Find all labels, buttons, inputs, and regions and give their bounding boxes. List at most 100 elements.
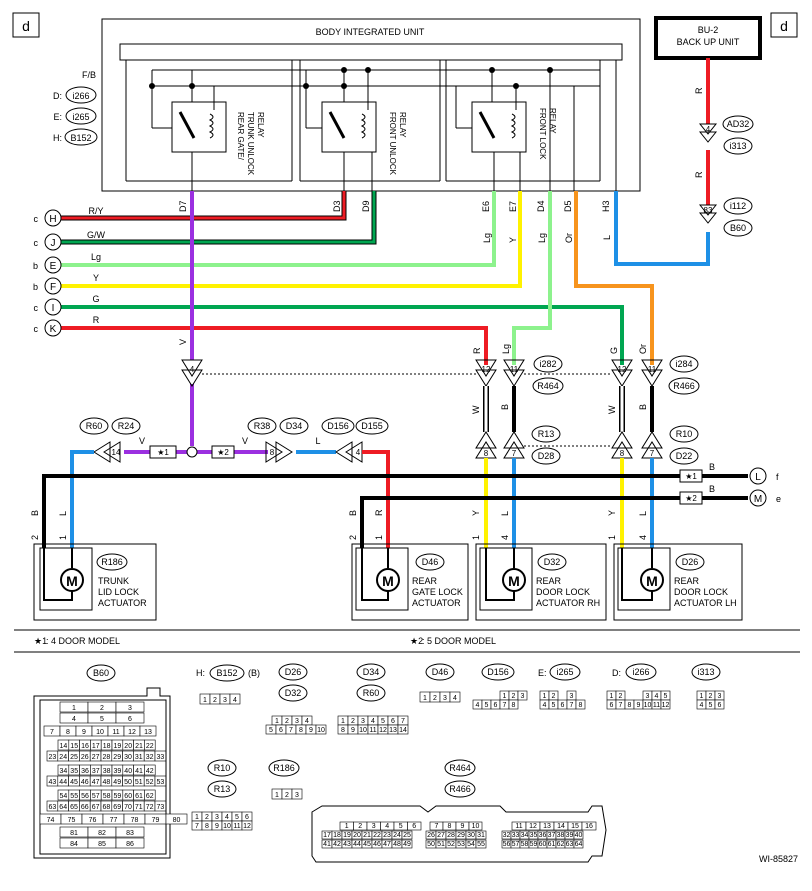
bus-node-e: b E <box>33 256 62 274</box>
pin-cell-number: 79 <box>152 817 160 824</box>
pin-cell-number: 57 <box>512 841 520 848</box>
actuator-gate-conn: D46 <box>422 557 439 567</box>
pin-cell-number: 12 <box>243 823 251 830</box>
pin-cell-number: 83 <box>126 830 134 837</box>
connector-i284: 12 11 i284 R466 <box>611 355 700 395</box>
label-y-lh: Y <box>607 510 617 516</box>
wire-label-or-d5: Or <box>564 233 574 243</box>
splice-2 <box>211 445 235 459</box>
actuator-trunk-line2: LID LOCK <box>98 587 139 597</box>
pin-cell-number: 20 <box>353 832 361 839</box>
r466-label: R466 <box>673 381 695 391</box>
fb-row-d-oval <box>65 86 97 104</box>
face-b152-label: B152 <box>216 668 237 678</box>
pin-cell-number: 10 <box>223 823 231 830</box>
pin-cell-number: 70 <box>124 804 132 811</box>
pin-cell-number: 60 <box>124 793 132 800</box>
pin-cell-number: 4 <box>72 716 76 723</box>
pin-cell-number: 2 <box>100 705 104 712</box>
pin-cell-number: 1 <box>610 693 614 700</box>
pin-cell-number: 54 <box>60 793 68 800</box>
pin-cell-number: 30 <box>124 754 132 761</box>
i112-label: i112 <box>730 201 746 211</box>
pin-cell-number: 12 <box>379 727 387 734</box>
ground-node-l-label: L <box>755 472 761 483</box>
page-marker-left: d <box>22 18 30 34</box>
ground-splice-2-label: ★2 <box>685 494 697 503</box>
pin-cell <box>475 830 487 840</box>
pin-cell <box>315 724 327 735</box>
pin-cell-number: 2 <box>351 718 355 725</box>
pin-cell <box>401 839 413 849</box>
connector-r38-d34: 8 R38 D34 <box>247 417 309 463</box>
actuator-lh-line3: ACTUATOR LH <box>674 598 737 608</box>
pin-cell-number: 8 <box>579 702 583 709</box>
pin-cell-number: 40 <box>575 832 583 839</box>
pin-cell-number: 54 <box>467 841 475 848</box>
pin-cell-number: 6 <box>561 702 565 709</box>
face-r186-label: R186 <box>273 763 295 773</box>
pin-cell <box>154 800 167 812</box>
wire-lg-e <box>54 191 496 267</box>
pin-cell-number: 13 <box>144 729 152 736</box>
pin-cell-number: 1 <box>341 718 345 725</box>
pin-cell-number: 6 <box>412 823 416 830</box>
wire-ry <box>54 191 346 220</box>
wire-label-r: R <box>93 315 100 325</box>
fb-row-d-key: D: <box>53 91 62 101</box>
bus-side-f: b <box>33 282 38 292</box>
bus-side-j: c <box>34 238 39 248</box>
pin-cell-number: 55 <box>477 841 485 848</box>
connector-v-pin4: 4 <box>181 359 203 387</box>
ground-label-2: B <box>709 484 715 494</box>
wire-label-r-bu-2: R <box>694 171 704 178</box>
pin-cell-number: 59 <box>530 841 538 848</box>
pin-cell-number: 10 <box>359 727 367 734</box>
pin-cell-number: 4 <box>453 695 457 702</box>
pin-cell-number: 2 <box>213 697 217 704</box>
note-2-mark: ★2 <box>410 636 423 646</box>
pin-cell-number: 42 <box>146 768 154 775</box>
pin-cell-number: 5 <box>552 702 556 709</box>
pin-cell-number: 29 <box>113 754 121 761</box>
wire-label-y: Y <box>93 273 99 283</box>
splice-1-label: ★1 <box>157 448 169 457</box>
pin-d5: D5 <box>563 200 573 212</box>
bus-node-h: c H <box>34 209 62 227</box>
pin-cell-number: 6 <box>391 718 395 725</box>
ground-node-m-label: M <box>754 494 762 505</box>
d28-label: D28 <box>538 451 555 461</box>
pin-cell-number: 36 <box>539 832 547 839</box>
bus-node-i: c I <box>34 298 62 316</box>
label-r-above-i282: R <box>472 347 482 354</box>
pin-cell-number: 29 <box>457 832 465 839</box>
pin-cell-number: 19 <box>114 743 122 750</box>
fb-row-d-code: i266 <box>72 91 89 101</box>
d34-label: D34 <box>286 421 303 431</box>
pin-cell-number: 4 <box>543 702 547 709</box>
pin-cell-number: 52 <box>447 841 455 848</box>
pin-d9: D9 <box>361 200 371 212</box>
pin-cell-number: 34 <box>521 832 529 839</box>
pin-cell-number: 1 <box>700 693 704 700</box>
actuator-gate-line3: ACTUATOR <box>412 598 461 608</box>
pin-cell-number: 44 <box>353 841 361 848</box>
pin-cell-number: 11 <box>515 823 522 830</box>
pin-cell-number: 57 <box>92 793 100 800</box>
r13-pin-a: 8 <box>484 449 489 458</box>
label-b-gate: B <box>348 510 358 516</box>
pin-cell-number: 38 <box>557 832 565 839</box>
wire-lg-d4 <box>512 191 552 365</box>
wire-label-lg: Lg <box>91 252 101 262</box>
pin-cell-number: 6 <box>245 814 249 821</box>
pin-cell-number: 50 <box>124 779 132 786</box>
connector-i112: 83 i112 B60 <box>698 197 753 237</box>
wire-b-ground-2 <box>360 496 748 548</box>
pin-cell-number: 56 <box>81 793 89 800</box>
ground-label-1: B <box>709 462 715 472</box>
